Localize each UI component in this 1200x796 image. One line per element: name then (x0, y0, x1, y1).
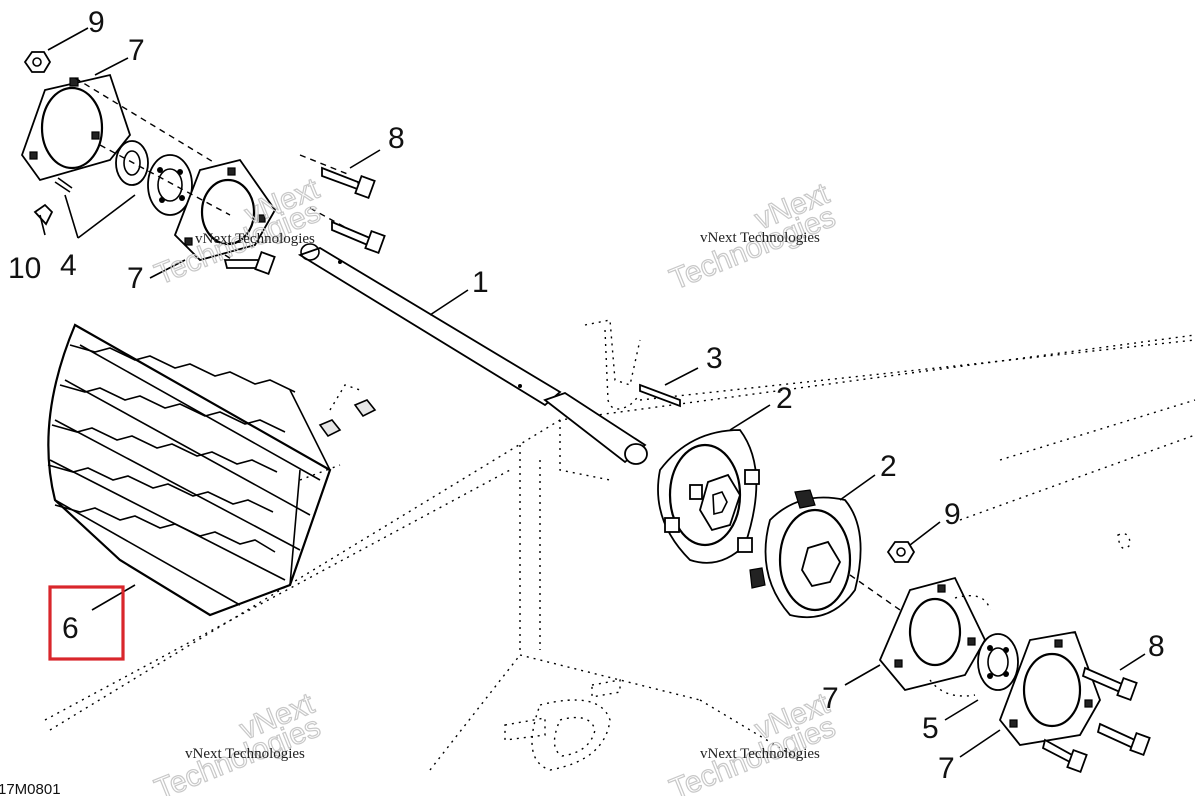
callout-5[interactable]: 5 (922, 712, 939, 745)
right-bearing-assembly (878, 541, 1151, 774)
callout-labels: 9 7 8 10 4 7 1 3 2 2 9 8 7 5 7 6 (8, 6, 1165, 785)
callout-7[interactable]: 7 (128, 34, 145, 67)
sprockets (657, 429, 901, 619)
callout-2[interactable]: 2 (776, 382, 793, 415)
left-bearing-assembly (20, 51, 386, 276)
key-pin (639, 383, 681, 408)
callout-8[interactable]: 8 (1148, 630, 1165, 663)
watermark-small: vNext Technologies (185, 746, 305, 762)
watermark-line2: Technologies (665, 200, 840, 296)
leader-lines (39, 27, 1146, 758)
callout-1[interactable]: 1 (472, 266, 489, 299)
figure-id: 17M0801 (0, 781, 61, 796)
callout-7[interactable]: 7 (938, 752, 955, 785)
watermark-small: vNext Technologies (195, 231, 315, 247)
housing-outline (44, 319, 1196, 771)
left-nut (23, 51, 52, 73)
callout-9[interactable]: 9 (944, 498, 961, 531)
callout-3[interactable]: 3 (706, 342, 723, 375)
watermark-small: vNext Technologies (700, 230, 820, 246)
grease-fitting (33, 203, 54, 226)
callout-8[interactable]: 8 (388, 122, 405, 155)
callout-9[interactable]: 9 (88, 6, 105, 39)
reel-drum (47, 323, 377, 617)
callout-2[interactable]: 2 (880, 450, 897, 483)
callout-4[interactable]: 4 (60, 249, 77, 282)
right-flange-inner (878, 576, 987, 692)
left-flange-outer (20, 73, 132, 182)
highlight-box (48, 585, 125, 661)
left-flange-inner (173, 158, 277, 262)
right-bearing (977, 633, 1019, 691)
right-nut (886, 541, 916, 563)
right-flange-outer (998, 630, 1101, 746)
shaft (297, 243, 681, 465)
callout-7[interactable]: 7 (127, 262, 144, 295)
callout-7[interactable]: 7 (822, 682, 839, 715)
callout-10[interactable]: 10 (8, 252, 41, 285)
watermark-small: vNext Technologies (700, 746, 820, 762)
callout-6[interactable]: 6 (62, 612, 79, 645)
